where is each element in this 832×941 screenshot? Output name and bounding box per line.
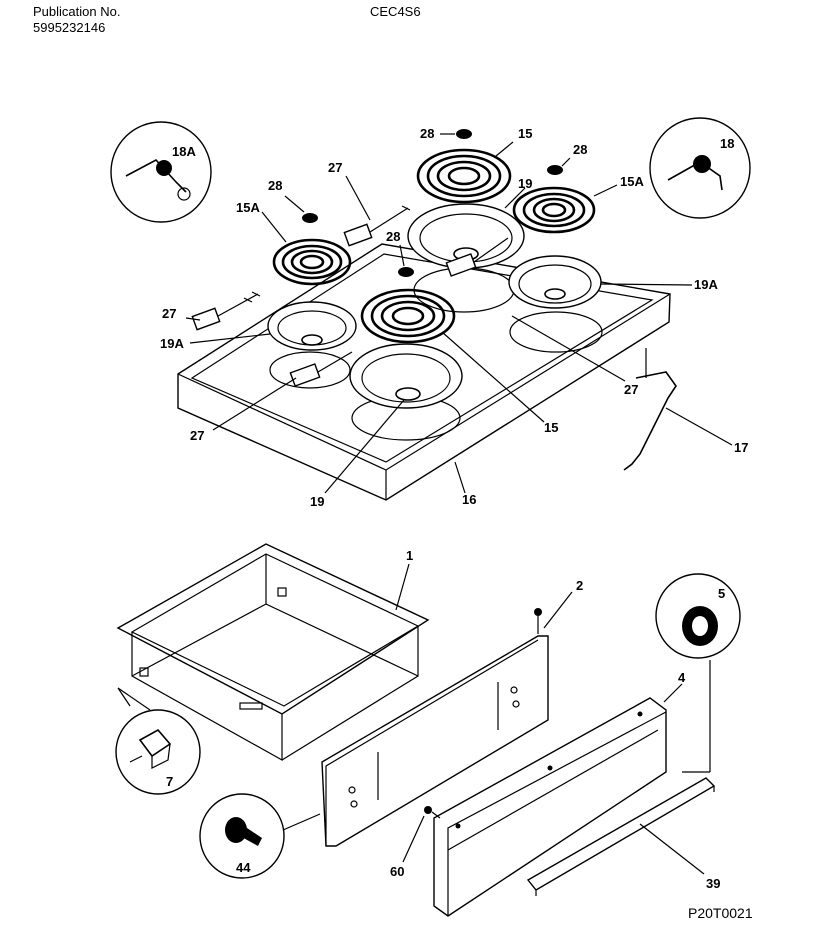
diagram-code: P20T0021 xyxy=(688,905,753,921)
callout-39: 39 xyxy=(706,876,720,891)
callout-60: 60 xyxy=(390,864,404,879)
callout-2: 2 xyxy=(576,578,583,593)
trim-rings xyxy=(302,129,563,277)
callout-27: 27 xyxy=(190,428,204,443)
leader-lines-cooktop xyxy=(185,133,733,494)
leader-lines-lower xyxy=(117,563,711,875)
coil-elements xyxy=(272,148,596,344)
main-top-1 xyxy=(116,543,430,762)
callout-16: 16 xyxy=(462,492,476,507)
callout-7: 7 xyxy=(166,774,173,789)
inset-18A xyxy=(110,121,212,223)
callout-5: 5 xyxy=(718,586,725,601)
callout-19: 19 xyxy=(518,176,532,191)
receptacles xyxy=(191,205,509,387)
screw-60 xyxy=(424,806,441,819)
callout-15A: 15A xyxy=(620,174,644,189)
callout-1: 1 xyxy=(406,548,413,563)
panel-4 xyxy=(433,697,667,917)
model-number: CEC4S6 xyxy=(370,4,421,19)
callout-4: 4 xyxy=(678,670,686,685)
publication-label: Publication No. xyxy=(33,4,121,19)
callout-44: 44 xyxy=(236,860,251,875)
callout-27: 27 xyxy=(328,160,342,175)
wire-17 xyxy=(623,371,677,471)
callout-19: 19 xyxy=(310,494,324,509)
trim-39 xyxy=(526,777,716,896)
publication-number: 5995232146 xyxy=(33,20,106,35)
callout-28: 28 xyxy=(386,229,400,244)
inset-7 xyxy=(115,709,201,795)
inset-18 xyxy=(649,117,751,219)
panel-2 xyxy=(321,608,549,847)
callout-15A: 15A xyxy=(236,200,260,215)
callout-28: 28 xyxy=(573,142,587,157)
callout-28: 28 xyxy=(268,178,282,193)
inset-44 xyxy=(199,793,285,879)
callout-27: 27 xyxy=(162,306,176,321)
callout-18A: 18A xyxy=(172,144,196,159)
callout-19A: 19A xyxy=(694,277,718,292)
callout-28: 28 xyxy=(420,126,434,141)
callout-18: 18 xyxy=(720,136,734,151)
callout-17: 17 xyxy=(734,440,748,455)
callout-19A: 19A xyxy=(160,336,184,351)
callout-15: 15 xyxy=(544,420,558,435)
callout-27: 27 xyxy=(624,382,638,397)
callout-15: 15 xyxy=(518,126,532,141)
inset-5 xyxy=(655,573,741,659)
